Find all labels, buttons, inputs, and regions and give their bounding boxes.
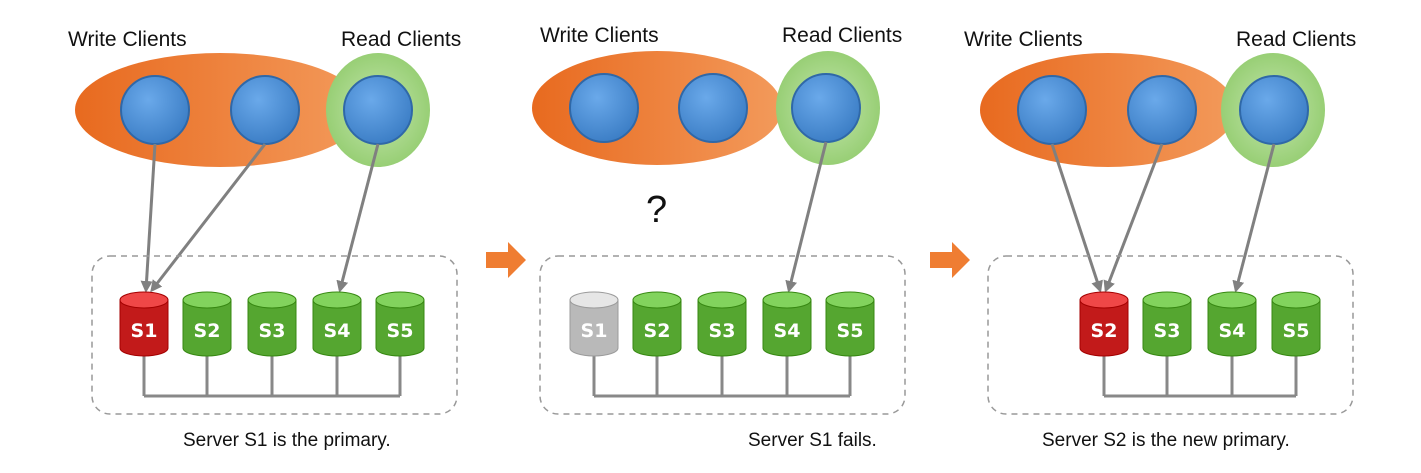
write-clients-label: Write Clients	[964, 28, 1083, 51]
server-cylinder-top	[569, 291, 619, 309]
server-cylinder-top	[825, 291, 875, 309]
panel-caption: Server S2 is the new primary.	[1042, 430, 1290, 451]
server-s3: S3	[697, 291, 747, 396]
read-connection-arrow	[336, 143, 380, 293]
write-connection-arrow	[150, 143, 267, 293]
server-label: S1	[131, 320, 158, 342]
server-s5: S5	[825, 291, 875, 396]
server-cylinder-top	[247, 291, 297, 309]
server-s2: S2	[632, 291, 682, 396]
server-label: S5	[387, 320, 414, 342]
server-cylinder-top	[375, 291, 425, 309]
server-cylinder-top	[182, 291, 232, 309]
server-s3: S3	[1142, 291, 1192, 396]
server-s5: S5	[375, 291, 425, 396]
read-client-node	[343, 75, 413, 145]
write-client-node	[230, 75, 300, 145]
server-s1: S1	[569, 291, 619, 396]
server-label: S2	[194, 320, 221, 342]
server-label: S3	[1154, 320, 1181, 342]
server-cluster-box	[539, 255, 906, 415]
server-s3: S3	[247, 291, 297, 396]
server-cylinder-body	[119, 299, 169, 357]
server-row: S2 S3 S4 S5	[1079, 291, 1321, 398]
server-cluster-box	[987, 255, 1354, 415]
server-cylinder-top	[119, 291, 169, 309]
read-client-node	[791, 73, 861, 143]
read-clients-label: Read Clients	[341, 28, 461, 51]
server-cluster-box	[91, 255, 458, 415]
write-client-node	[1017, 75, 1087, 145]
write-client-node	[120, 75, 190, 145]
server-label: S4	[774, 320, 801, 342]
server-cylinder-top	[312, 291, 362, 309]
server-s2: S2	[1079, 291, 1129, 396]
server-cylinder-body	[375, 299, 425, 357]
write-client-node	[569, 73, 639, 143]
read-connection-arrow	[1232, 143, 1276, 293]
write-client-node	[1127, 75, 1197, 145]
server-cylinder-top	[762, 291, 812, 309]
server-s4: S4	[312, 291, 362, 396]
server-label: S2	[644, 320, 671, 342]
server-s5: S5	[1271, 291, 1321, 396]
server-label: S5	[1283, 320, 1310, 342]
server-cylinder-body	[247, 299, 297, 357]
panel-caption: Server S1 fails.	[748, 430, 877, 451]
write-clients-label: Write Clients	[68, 28, 187, 51]
server-label: S1	[581, 320, 608, 342]
server-cylinder-body	[1271, 299, 1321, 357]
server-s4: S4	[1207, 291, 1257, 396]
server-cylinder-top	[1271, 291, 1321, 309]
server-cylinder-top	[1079, 291, 1129, 309]
server-s1: S1	[119, 291, 169, 396]
server-label: S4	[1219, 320, 1246, 342]
read-clients-label: Read Clients	[782, 24, 902, 47]
server-label: S3	[259, 320, 286, 342]
write-connection-arrow	[1050, 143, 1103, 293]
server-cylinder-body	[1142, 299, 1192, 357]
server-cylinder-body	[312, 299, 362, 357]
question-mark: ?	[646, 189, 667, 231]
server-s2: S2	[182, 291, 232, 396]
server-cylinder-body	[1079, 299, 1129, 357]
write-clients-group	[75, 53, 365, 167]
server-cylinder-body	[182, 299, 232, 357]
panel-1: Write Clients Read Clients S1 S2 S3 S4 S5 Se…	[68, 28, 461, 451]
write-client-node	[678, 73, 748, 143]
read-connection-arrow	[785, 141, 828, 293]
server-cylinder-top	[1207, 291, 1257, 309]
panel-3: Write Clients Read Clients S2 S3 S4 S5 Serv…	[964, 28, 1356, 451]
server-cylinder-body	[1207, 299, 1257, 357]
transition-arrow-icon	[486, 242, 526, 278]
server-cylinder-top	[632, 291, 682, 309]
server-cylinder-top	[697, 291, 747, 309]
server-cylinder-body	[762, 299, 812, 357]
server-label: S5	[837, 320, 864, 342]
read-client-node	[1239, 75, 1309, 145]
panel-caption: Server S1 is the primary.	[183, 430, 391, 451]
server-cylinder-body	[569, 299, 619, 357]
server-row: S1 S2 S3 S4 S5	[569, 291, 875, 398]
server-label: S2	[1091, 320, 1118, 342]
write-connection-arrow	[140, 143, 157, 293]
server-label: S4	[324, 320, 351, 342]
server-cylinder-body	[632, 299, 682, 357]
server-cylinder-body	[697, 299, 747, 357]
write-clients-label: Write Clients	[540, 24, 659, 47]
read-clients-label: Read Clients	[1236, 28, 1356, 51]
server-label: S3	[709, 320, 736, 342]
server-cylinder-top	[1142, 291, 1192, 309]
write-connection-arrow	[1103, 143, 1164, 293]
server-s4: S4	[762, 291, 812, 396]
server-cylinder-body	[825, 299, 875, 357]
transition-arrow-icon	[930, 242, 970, 278]
server-row: S1 S2 S3 S4 S5	[119, 291, 425, 398]
